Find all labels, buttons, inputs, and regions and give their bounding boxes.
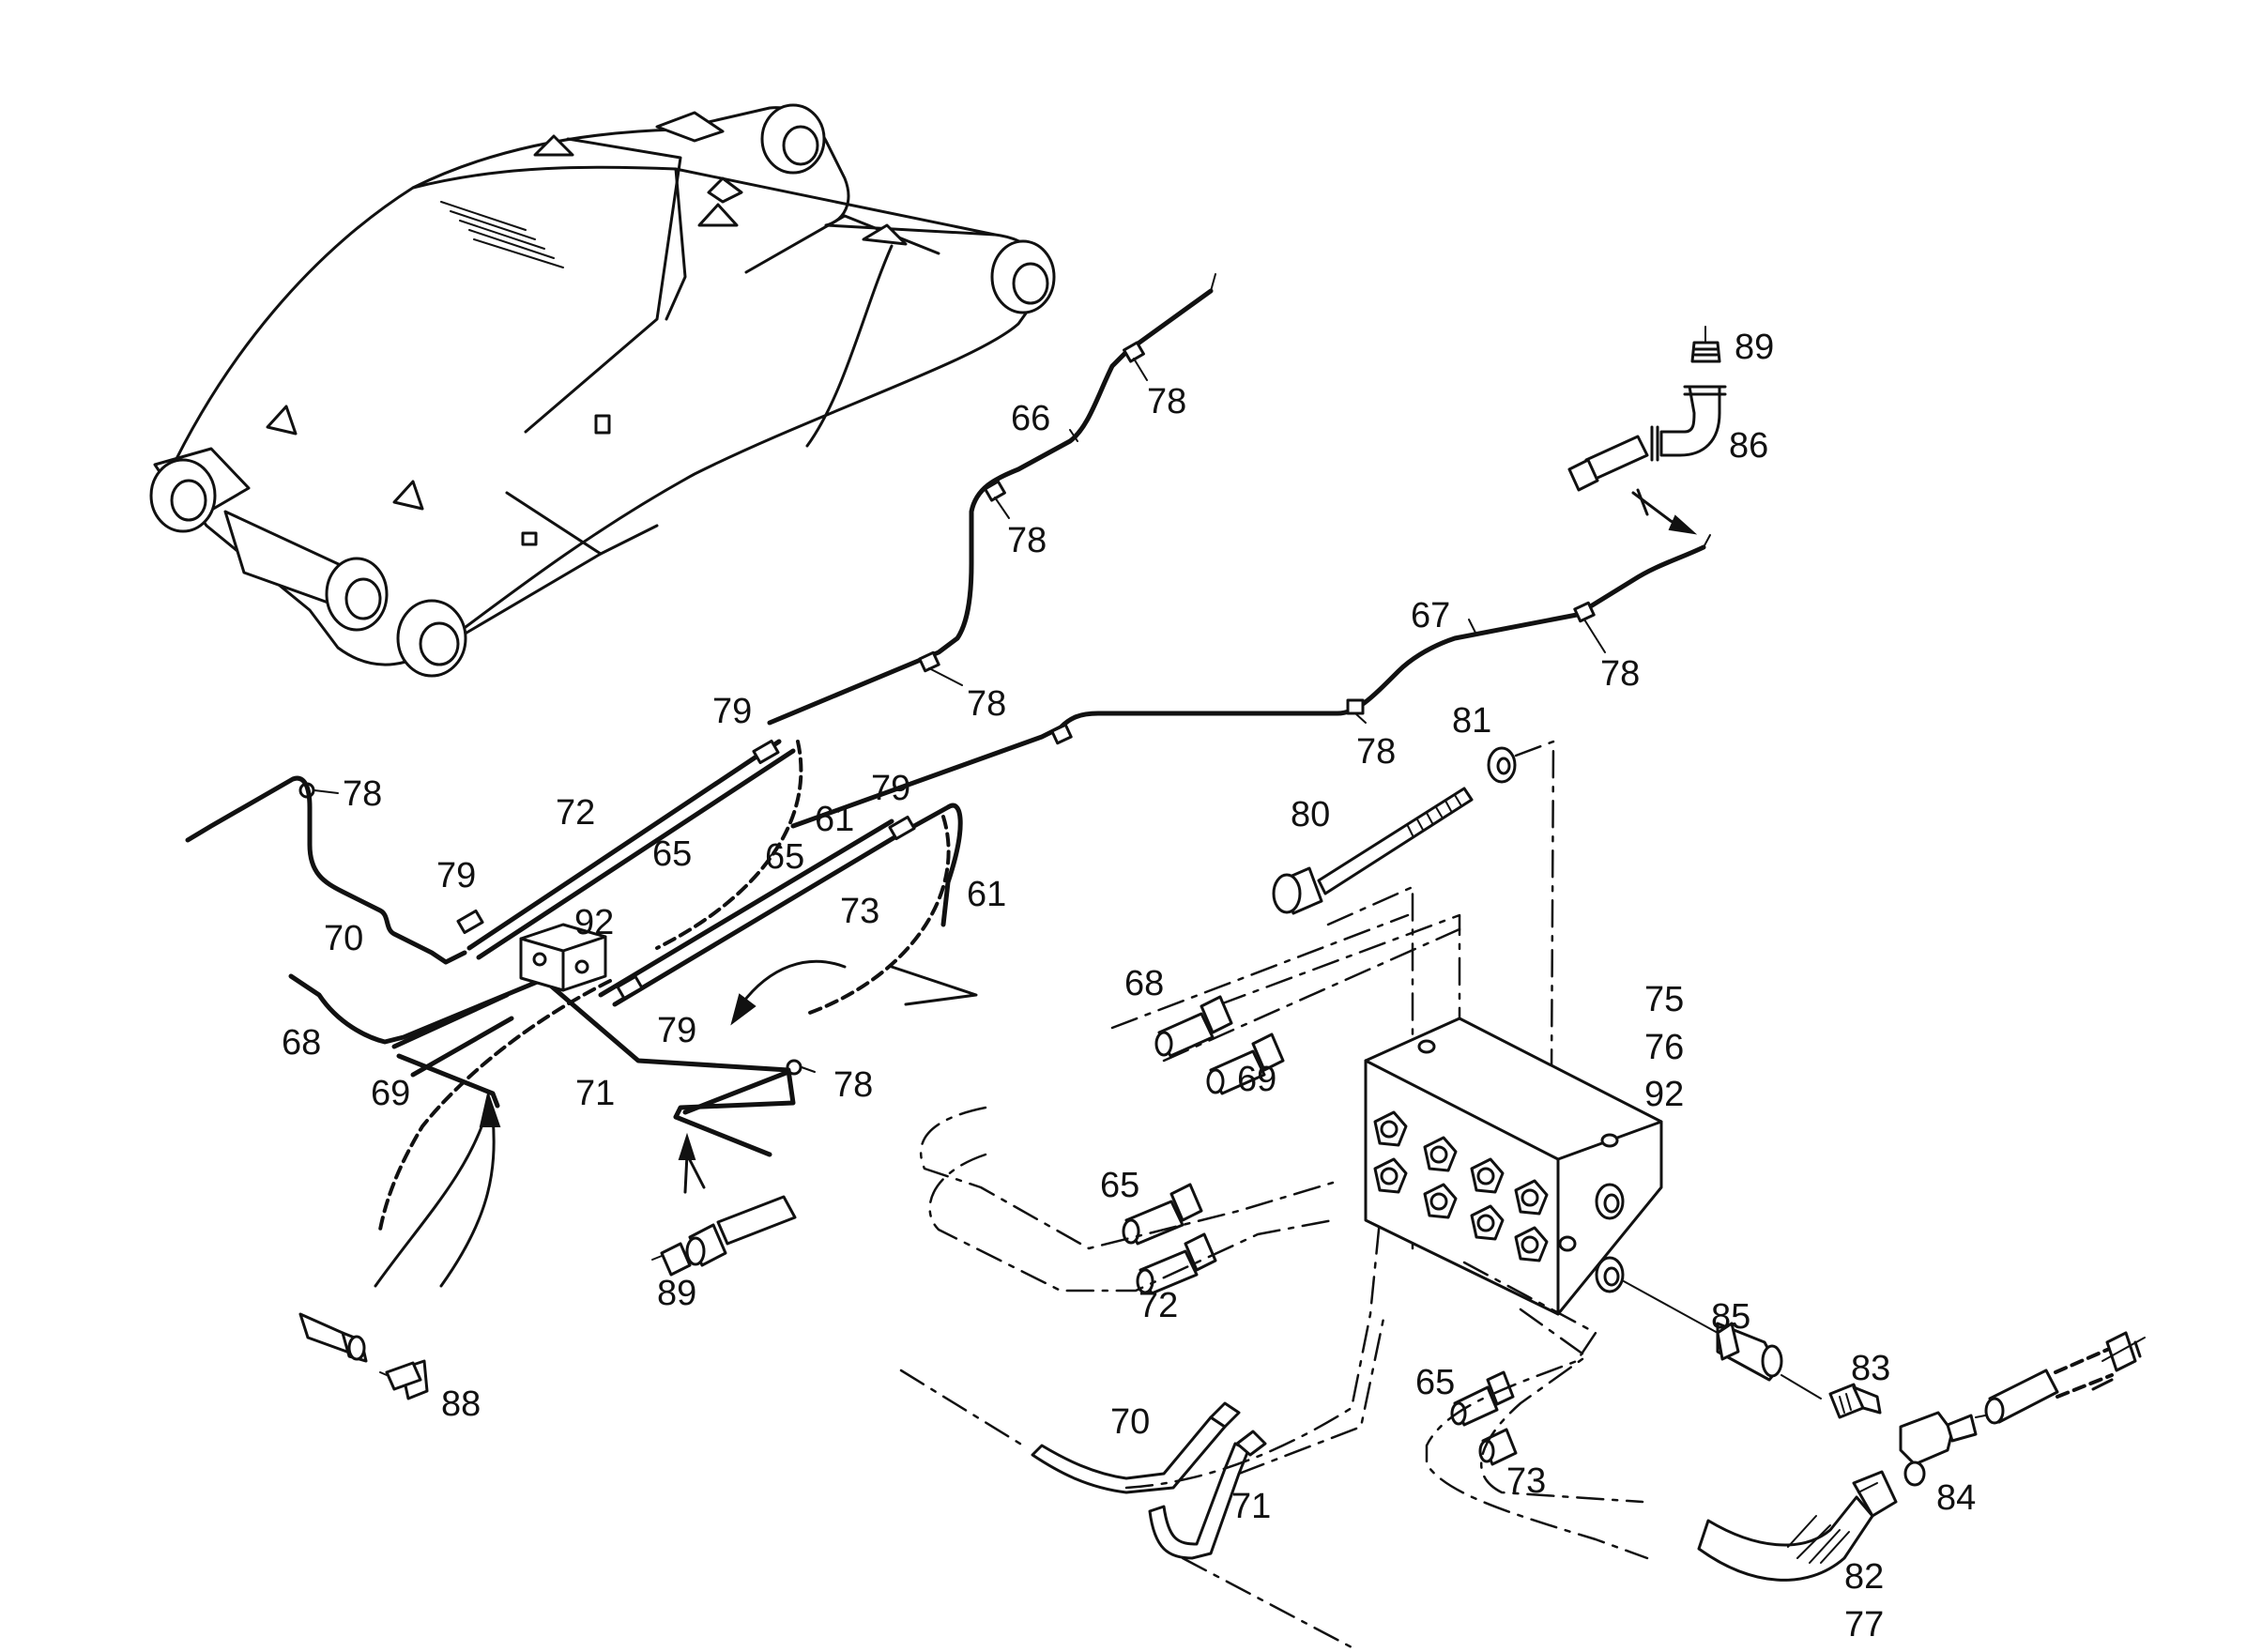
label-71-b: 71 <box>1231 1487 1271 1526</box>
valve-block-75-76-92 <box>1364 1017 1663 1316</box>
pipe-67 <box>790 534 1711 829</box>
label-68-b: 68 <box>282 1023 321 1063</box>
pipe-70-71-lower <box>1031 1401 1267 1560</box>
label-82: 82 <box>1844 1557 1884 1597</box>
washer-81 <box>1487 746 1517 784</box>
block-92-small <box>456 739 916 1001</box>
label-72-b: 72 <box>1139 1286 1178 1325</box>
label-67: 67 <box>1411 596 1450 635</box>
label-73-a: 73 <box>840 892 879 931</box>
boom-arm <box>149 103 1056 678</box>
label-77: 77 <box>1844 1605 1884 1644</box>
label-78-f: 78 <box>343 774 382 814</box>
label-83: 83 <box>1851 1349 1890 1388</box>
part-labels: 89 86 78 66 78 67 78 78 81 79 78 80 78 7… <box>282 328 1976 1644</box>
fittings-68-69 <box>1154 995 1285 1095</box>
label-78-d: 78 <box>967 684 1006 724</box>
label-61-a: 61 <box>815 800 854 839</box>
label-88: 88 <box>441 1384 481 1424</box>
label-92-b: 92 <box>1644 1075 1684 1114</box>
label-65-a: 65 <box>652 834 692 874</box>
label-65-d: 65 <box>1415 1363 1455 1402</box>
fitting-88 <box>298 1312 429 1400</box>
label-89-top: 89 <box>1735 328 1774 367</box>
fitting-83 <box>1781 1374 1882 1419</box>
fitting-85 <box>1623 1280 1783 1382</box>
label-78-e: 78 <box>1356 732 1396 772</box>
hoses-61 <box>378 740 951 1231</box>
label-79-b: 79 <box>871 769 910 808</box>
label-73-b: 73 <box>1506 1461 1546 1501</box>
elbow-86 <box>1567 385 1727 492</box>
label-68-a: 68 <box>1124 964 1164 1003</box>
bolt-80 <box>1272 787 1474 915</box>
label-76: 76 <box>1644 1028 1684 1067</box>
left-pipe-bundle <box>185 739 963 1157</box>
hose-82 <box>1697 1470 1898 1582</box>
label-72-a: 72 <box>556 793 595 833</box>
label-79-c: 79 <box>436 856 476 895</box>
label-61-b: 61 <box>967 875 1006 914</box>
label-79-d: 79 <box>657 1011 696 1050</box>
leader-lines <box>313 358 1606 1073</box>
label-80: 80 <box>1291 795 1330 834</box>
hose-end-right <box>1984 1331 2146 1425</box>
label-70-b: 70 <box>1110 1402 1150 1442</box>
label-70-a: 70 <box>324 919 363 958</box>
label-92-a: 92 <box>574 903 614 942</box>
valve-ports <box>1373 1110 1549 1262</box>
dash-routing <box>899 913 1649 1649</box>
label-69-a: 69 <box>1237 1060 1276 1099</box>
label-79-a: 79 <box>712 692 752 731</box>
label-78-g: 78 <box>833 1065 873 1105</box>
pipe-66 <box>767 273 1216 726</box>
label-86: 86 <box>1729 426 1768 466</box>
label-84: 84 <box>1936 1478 1976 1518</box>
label-66: 66 <box>1011 399 1050 438</box>
tee-84 <box>1899 1411 2000 1487</box>
label-69-b: 69 <box>371 1074 410 1113</box>
label-78-c: 78 <box>1600 654 1640 694</box>
label-78-b: 78 <box>1007 521 1047 560</box>
label-65-c: 65 <box>1100 1166 1139 1205</box>
fittings-65-73-lower <box>1450 1370 1518 1466</box>
label-65-b: 65 <box>765 837 804 877</box>
fitting-89-bottom <box>651 1195 797 1277</box>
label-71-a: 71 <box>575 1074 615 1113</box>
label-81: 81 <box>1452 701 1491 741</box>
flow-arrows <box>374 488 1698 1288</box>
label-78-a: 78 <box>1147 382 1186 421</box>
label-85: 85 <box>1711 1297 1750 1337</box>
fitting-89-top <box>1690 326 1721 363</box>
label-89-bottom: 89 <box>657 1274 696 1313</box>
label-75: 75 <box>1644 980 1684 1019</box>
